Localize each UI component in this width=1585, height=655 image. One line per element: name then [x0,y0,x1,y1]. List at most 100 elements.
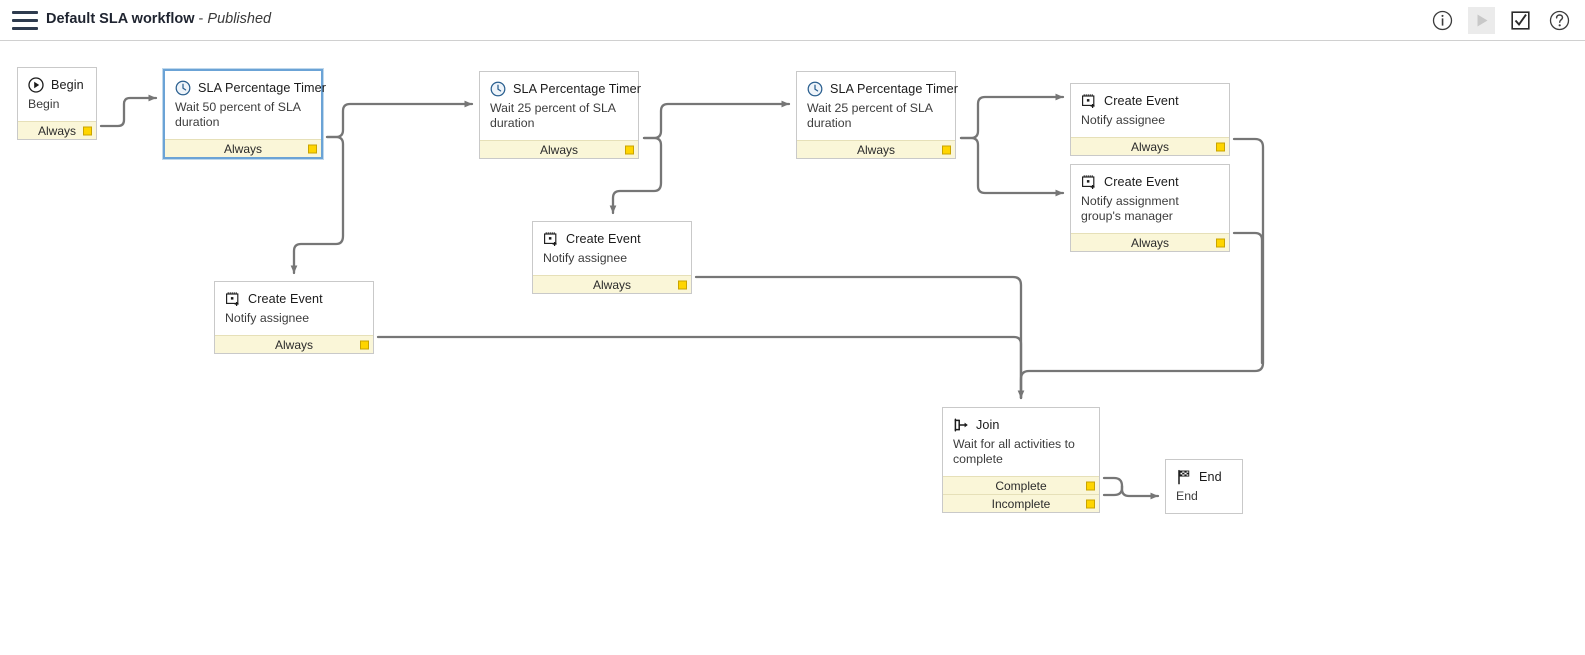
port-complete[interactable]: Complete [943,476,1099,494]
port-label: Always [37,123,76,138]
node-description: Wait 50 percent of SLA duration [175,100,301,129]
hamburger-bar [12,11,38,14]
create-event-icon [1080,92,1097,109]
port-always[interactable]: Always [480,140,638,158]
wire-timer25b-to-event-manager [959,136,1065,197]
node-description: Wait 25 percent of SLA duration [807,101,933,130]
hamburger-icon[interactable] [12,11,38,30]
node-sla-percentage-timer-25-a[interactable]: SLA Percentage Timer Wait 25 percent of … [479,71,642,159]
create-event-icon [224,290,241,307]
port-label: Incomplete [991,496,1051,511]
port-always[interactable]: Always [797,140,955,158]
workflow-state: Published [207,11,272,27]
port-handle[interactable] [625,145,634,154]
title-separator: - [198,11,204,27]
wire-event-mid-to-join [694,275,1023,400]
port-handle[interactable] [308,144,317,153]
node-create-event-notify-assignee-top-right[interactable]: Create Event Notify assignee Always [1070,83,1230,156]
node-begin[interactable]: Begin Begin Always [17,67,97,140]
node-description: Notify assignee [225,311,310,325]
node-create-event-notify-manager[interactable]: Create Event Notify assignment group's m… [1070,164,1230,252]
clock-icon [174,79,191,96]
create-event-icon [1080,173,1097,190]
node-description: Wait 25 percent of SLA duration [490,101,616,130]
port-always[interactable]: Always [533,275,691,293]
port-always[interactable]: Always [165,139,321,157]
node-end[interactable]: End End [1165,459,1243,514]
node-description: Notify assignee [1081,113,1166,127]
node-create-event-notify-assignee-bottom-left[interactable]: Create Event Notify assignee Always [214,281,374,354]
port-always[interactable]: Always [215,335,373,353]
wire-join-incomplete-to-end [1102,484,1124,497]
wire-event-bl-to-join [376,335,1023,400]
help-icon[interactable] [1546,7,1573,34]
node-header: Begin [18,68,96,95]
port-label: Complete [995,478,1047,493]
port-always[interactable]: Always [1071,233,1229,251]
port-label: Always [1130,235,1169,250]
hamburger-bar [12,19,38,22]
wire-timer25b-to-event-tr [959,93,1065,140]
node-header: SLA Percentage Timer [480,72,642,99]
node-header: Create Event [533,222,691,249]
node-title: Create Event [566,231,641,246]
port-label: Always [856,142,895,157]
workflow-title: Default SLA workflow [46,11,195,27]
port-handle[interactable] [360,340,369,349]
join-icon [952,416,969,433]
wire-begin-to-timer50 [99,94,158,128]
node-join[interactable]: Join Wait for all activities to complete… [942,407,1100,513]
node-header: SLA Percentage Timer [165,71,326,98]
wire-event-manager-to-join [1232,231,1264,365]
node-sla-percentage-timer-50[interactable]: SLA Percentage Timer Wait 50 percent of … [163,69,326,159]
node-header: SLA Percentage Timer [797,72,959,99]
port-handle[interactable] [83,126,92,135]
port-handle[interactable] [942,145,951,154]
node-description: Notify assignee [543,251,628,265]
node-title: SLA Percentage Timer [198,80,327,95]
node-header: Create Event [1071,165,1229,192]
node-create-event-notify-assignee-middle[interactable]: Create Event Notify assignee Always [532,221,692,294]
checkered-flag-icon [1175,468,1192,485]
port-handle[interactable] [1086,499,1095,508]
node-title: SLA Percentage Timer [513,81,642,96]
page-title: Default SLA workflow - Published [46,11,271,27]
wire-join-complete-to-end [1102,476,1160,500]
create-event-icon [542,230,559,247]
node-title: Create Event [248,291,323,306]
port-handle[interactable] [1216,142,1225,151]
node-description: Notify assignment group's manager [1081,194,1179,223]
node-title: End [1199,469,1222,484]
workflow-canvas[interactable]: Begin Begin Always SLA Percentage Timer … [0,41,1585,655]
port-always[interactable]: Always [1071,137,1229,155]
port-label: Always [592,277,631,292]
node-header: Create Event [215,282,373,309]
node-title: SLA Percentage Timer [830,81,959,96]
node-description: Begin [28,97,60,111]
node-description: End [1176,489,1198,503]
info-icon[interactable] [1429,7,1456,34]
node-header: End [1166,460,1242,487]
port-incomplete[interactable]: Incomplete [943,494,1099,512]
clock-icon [489,80,506,97]
port-handle[interactable] [678,280,687,289]
node-header: Join [943,408,1099,435]
port-label: Always [274,337,313,352]
port-always[interactable]: Always [18,121,96,139]
port-handle[interactable] [1086,481,1095,490]
play-circle-icon [27,76,44,93]
node-title: Begin [51,77,84,92]
port-label: Always [1130,139,1169,154]
node-sla-percentage-timer-25-b[interactable]: SLA Percentage Timer Wait 25 percent of … [796,71,959,159]
port-label: Always [539,142,578,157]
node-title: Create Event [1104,174,1179,189]
port-label: Always [223,141,262,156]
app-header: Default SLA workflow - Published [0,0,1585,41]
node-description: Wait for all activities to complete [953,437,1075,466]
node-title: Create Event [1104,93,1179,108]
port-handle[interactable] [1216,238,1225,247]
node-header: Create Event [1071,84,1229,111]
run-icon [1468,7,1495,34]
wire-timer50-to-timer25a [325,100,474,139]
validate-icon[interactable] [1507,7,1534,34]
